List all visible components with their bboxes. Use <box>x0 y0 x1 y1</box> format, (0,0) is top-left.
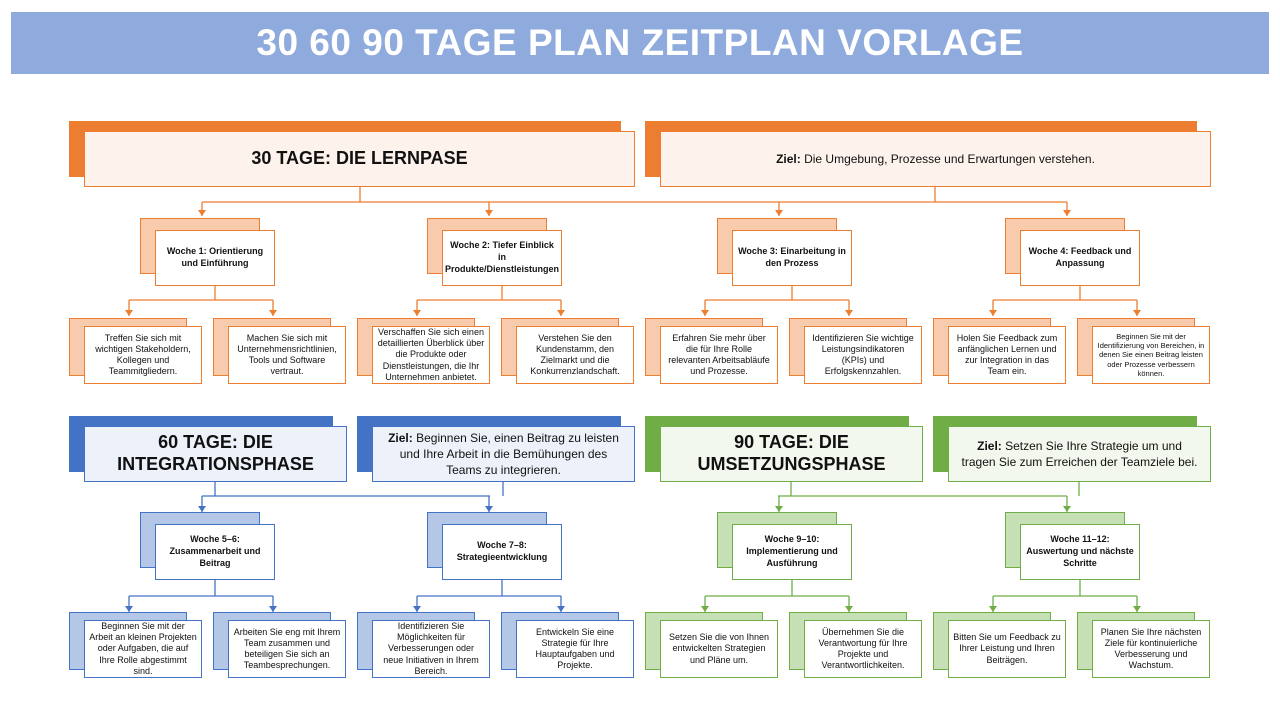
phase30-week4-task2: Beginnen Sie mit der Identifizierung von… <box>1092 326 1210 384</box>
phase30-week2: Woche 2: Tiefer Einblick in Produkte/Die… <box>442 230 562 286</box>
phase30-week4-task1-text: Holen Sie Feedback zum anfänglichen Lern… <box>956 332 1058 377</box>
phase30-goal-body: Die Umgebung, Prozesse und Erwartungen v… <box>800 151 1095 166</box>
phase30-week2-task2-text: Verstehen Sie den Kundenstamm, den Zielm… <box>530 332 620 377</box>
phase90-week2-task1-text: Bitten Sie um Feedback zu Ihrer Leistung… <box>953 632 1061 665</box>
phase90-week1-task2: Übernehmen Sie die Verantwortung für Ihr… <box>804 620 922 678</box>
phase90-week1-task1-text: Setzen Sie die von Ihnen entwickelten St… <box>668 632 770 665</box>
phase30-goal: Ziel: Die Umgebung, Prozesse und Erwartu… <box>660 131 1211 187</box>
phase60-goal-prefix: Ziel: <box>388 430 413 445</box>
phase30-week2-task2-connector-arrowhead <box>557 310 565 316</box>
phase30-week3-task2-text: Identifizieren Sie wichtige Leistungsind… <box>812 332 914 377</box>
phase30-week2-connector-arrowhead <box>485 210 493 216</box>
phase90-goal: Ziel: Setzen Sie Ihre Strategie um und t… <box>948 426 1211 482</box>
phase60-week2-task1: Identifizieren Sie Möglichkeiten für Ver… <box>372 620 490 678</box>
phase90-week2-task2-connector-arrowhead <box>1133 606 1141 612</box>
phase60-goal: Ziel: Beginnen Sie, einen Beitrag zu lei… <box>372 426 635 482</box>
phase30-week3-task2-connector-arrowhead <box>845 310 853 316</box>
phase90-week2: Woche 11–12: Auswertung und nächste Schr… <box>1020 524 1140 580</box>
phase90-header: 90 TAGE: DIE UMSETZUNGSPHASE <box>660 426 923 482</box>
phase90-week2-task2: Planen Sie Ihre nächsten Ziele für konti… <box>1092 620 1210 678</box>
phase30-week4-text: Woche 4: Feedback und Anpassung <box>1028 246 1132 268</box>
phase60-week2: Woche 7–8: Strategieentwicklung <box>442 524 562 580</box>
phase30-week3-text: Woche 3: Einarbeitung in den Prozess <box>738 246 846 268</box>
title-banner: 30 60 90 TAGE PLAN ZEITPLAN VORLAGE <box>11 12 1269 74</box>
phase60-week2-connector-arrowhead <box>485 506 493 512</box>
phase30-week3-task2: Identifizieren Sie wichtige Leistungsind… <box>804 326 922 384</box>
phase90-week1-task2-text: Übernehmen Sie die Verantwortung für Ihr… <box>818 626 908 671</box>
phase30-week2-task1: Verschaffen Sie sich einen detaillierten… <box>372 326 490 384</box>
phase60-week1: Woche 5–6: Zusammenarbeit und Beitrag <box>155 524 275 580</box>
phase30-week4-task1-connector-arrowhead <box>989 310 997 316</box>
phase60-week2-task2-text: Entwickeln Sie eine Strategie für Ihre H… <box>535 626 615 671</box>
phase30-week3: Woche 3: Einarbeitung in den Prozess <box>732 230 852 286</box>
phase90-week1-task1-connector-arrowhead <box>701 606 709 612</box>
phase60-week1-task1: Beginnen Sie mit der Arbeit an kleinen P… <box>84 620 202 678</box>
phase30-week2-task1-connector-arrowhead <box>413 310 421 316</box>
phase60-week1-connector-arrowhead <box>198 506 206 512</box>
phase60-week2-task1-text: Identifizieren Sie Möglichkeiten für Ver… <box>383 620 479 676</box>
phase60-header: 60 TAGE: DIE INTEGRATIONSPHASE <box>84 426 347 482</box>
phase90-week1-task1: Setzen Sie die von Ihnen entwickelten St… <box>660 620 778 678</box>
phase30-goal-prefix: Ziel: <box>776 151 801 166</box>
phase30-goal-text: Ziel: Die Umgebung, Prozesse und Erwartu… <box>776 151 1095 167</box>
phase60-week1-task2-text: Arbeiten Sie eng mit Ihrem Team zusammen… <box>233 626 341 671</box>
phase60-week2-task2: Entwickeln Sie eine Strategie für Ihre H… <box>516 620 634 678</box>
phase30-week3-task1-connector-arrowhead <box>701 310 709 316</box>
phase30-week4-task2-text: Beginnen Sie mit der Identifizierung von… <box>1097 331 1205 379</box>
phase90-week2-task1: Bitten Sie um Feedback zu Ihrer Leistung… <box>948 620 1066 678</box>
phase30-week3-connector-arrowhead <box>775 210 783 216</box>
phase60-goal-body: Beginnen Sie, einen Beitrag zu leisten u… <box>399 430 619 478</box>
phase30-week3-task1: Erfahren Sie mehr über die für Ihre Roll… <box>660 326 778 384</box>
phase30-week2-text: Woche 2: Tiefer Einblick in Produkte/Die… <box>445 240 560 274</box>
phase30-week1-task1-text: Treffen Sie sich mit wichtigen Stakehold… <box>95 332 191 377</box>
phase60-week2-task2-connector-arrowhead <box>557 606 565 612</box>
phase30-week1-connector-arrowhead <box>198 210 206 216</box>
phase30-week1-task2: Machen Sie sich mit Unternehmensrichtlin… <box>228 326 346 384</box>
phase30-week4-task1: Holen Sie Feedback zum anfänglichen Lern… <box>948 326 1066 384</box>
phase90-week1-task2-connector-arrowhead <box>845 606 853 612</box>
page-title: 30 60 90 TAGE PLAN ZEITPLAN VORLAGE <box>256 22 1024 63</box>
phase30-week4-connector-arrowhead <box>1063 210 1071 216</box>
phase90-week1: Woche 9–10: Implementierung und Ausführu… <box>732 524 852 580</box>
phase30-header: 30 TAGE: DIE LERNPASE <box>84 131 635 187</box>
phase30-week1-task2-connector-arrowhead <box>269 310 277 316</box>
phase90-goal-prefix: Ziel: <box>977 438 1002 453</box>
phase30-week3-task1-text: Erfahren Sie mehr über die für Ihre Roll… <box>668 332 770 377</box>
phase60-week1-task1-text: Beginnen Sie mit der Arbeit an kleinen P… <box>89 620 197 676</box>
phase60-week2-text: Woche 7–8: Strategieentwicklung <box>456 540 548 562</box>
phase30-week1-task2-text: Machen Sie sich mit Unternehmensrichtlin… <box>237 332 337 377</box>
phase60-header-text: 60 TAGE: DIE INTEGRATIONSPHASE <box>117 432 314 474</box>
phase90-header-text: 90 TAGE: DIE UMSETZUNGSPHASE <box>697 432 886 474</box>
phase30-week1: Woche 1: Orientierung und Einführung <box>155 230 275 286</box>
phase90-week2-connector-arrowhead <box>1063 506 1071 512</box>
phase90-week1-connector-arrowhead <box>775 506 783 512</box>
phase90-week2-task1-connector-arrowhead <box>989 606 997 612</box>
phase90-goal-body: Setzen Sie Ihre Strategie um und tragen … <box>961 438 1198 469</box>
phase60-week1-task1-connector-arrowhead <box>125 606 133 612</box>
phase90-week2-text: Woche 11–12: Auswertung und nächste Schr… <box>1026 534 1134 568</box>
phase30-header-text: 30 TAGE: DIE LERNPASE <box>251 148 468 169</box>
phase30-week1-task1: Treffen Sie sich mit wichtigen Stakehold… <box>84 326 202 384</box>
phase60-week1-text: Woche 5–6: Zusammenarbeit und Beitrag <box>169 534 261 568</box>
phase30-week1-task1-connector-arrowhead <box>125 310 133 316</box>
phase60-week2-task1-connector-arrowhead <box>413 606 421 612</box>
phase30-week4: Woche 4: Feedback und Anpassung <box>1020 230 1140 286</box>
phase60-goal-text: Ziel: Beginnen Sie, einen Beitrag zu lei… <box>385 430 622 479</box>
phase30-week1-text: Woche 1: Orientierung und Einführung <box>166 246 264 268</box>
phase30-week2-task1-text: Verschaffen Sie sich einen detaillierten… <box>377 326 485 382</box>
phase60-week1-task2-connector-arrowhead <box>269 606 277 612</box>
phase30-week2-task2: Verstehen Sie den Kundenstamm, den Zielm… <box>516 326 634 384</box>
phase90-goal-text: Ziel: Setzen Sie Ihre Strategie um und t… <box>961 438 1198 470</box>
phase90-week1-text: Woche 9–10: Implementierung und Ausführu… <box>746 534 838 568</box>
phase90-week2-task2-text: Planen Sie Ihre nächsten Ziele für konti… <box>1100 626 1202 671</box>
phase60-week1-task2: Arbeiten Sie eng mit Ihrem Team zusammen… <box>228 620 346 678</box>
phase30-week4-task2-connector-arrowhead <box>1133 310 1141 316</box>
